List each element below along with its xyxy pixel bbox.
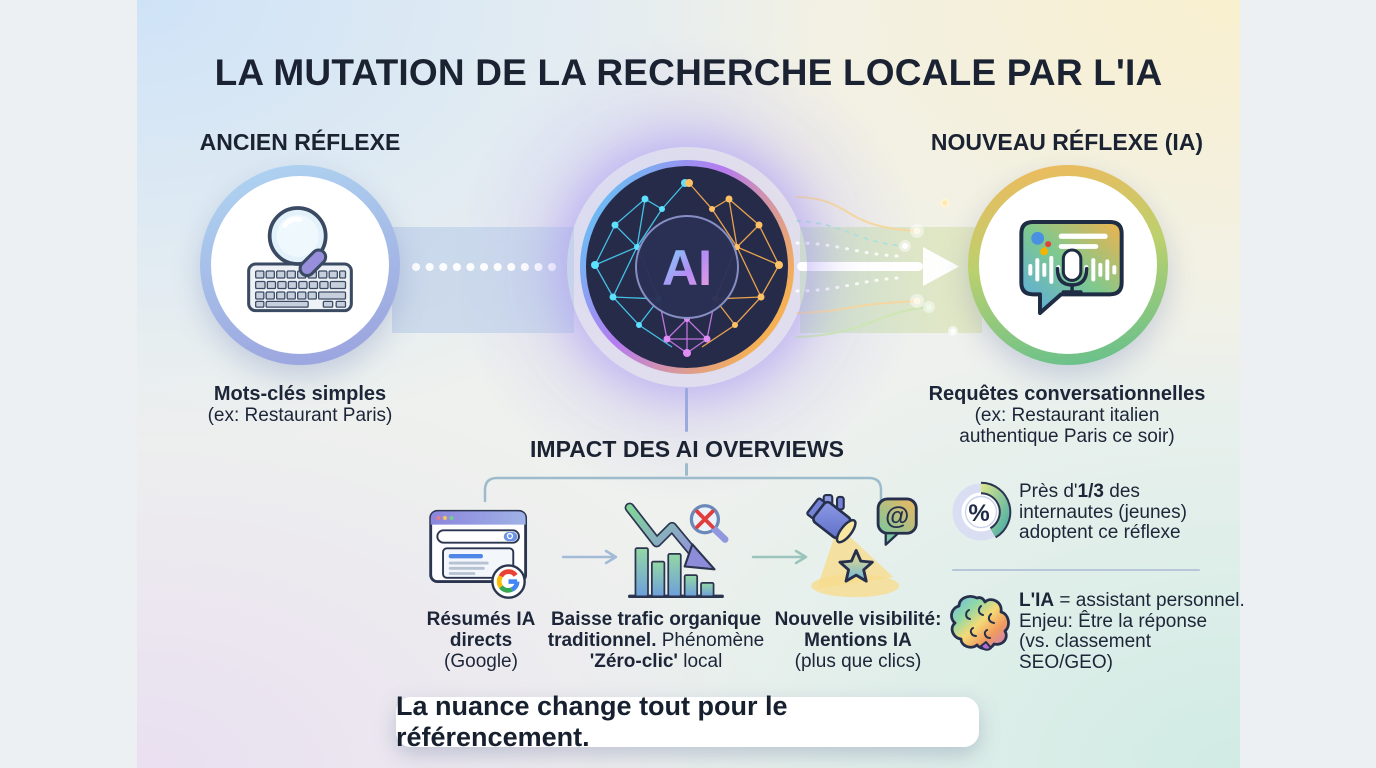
flow-arrows-icon [795,196,959,338]
bracket-tick [685,463,688,476]
impact2-line3-reg: local [677,651,723,672]
impact3-line1: Nouvelle visibilité: [774,609,942,630]
ai-network-sphere-icon: AI [580,160,794,374]
impact2-line2-bold: traditionnel. [547,630,657,651]
ai-label: AI [662,240,712,296]
impact1-line2: (Google) [444,651,518,672]
impact2-line1: Baisse trafic organique [550,609,762,630]
percent-donut-icon: % [952,481,1012,541]
stat1-line3: adoptent ce réflexe [1019,522,1181,543]
bracket [483,476,883,502]
arrow-right-icon [751,549,808,565]
impact2-line3-bold: 'Zéro-clic' [589,651,678,672]
sphere-connector-line [685,388,688,432]
impact-caption-3: Nouvelle visibilité: Mentions IA (plus q… [772,609,944,672]
impact1-line1: Résumés IA directs [426,609,536,651]
conclusion-banner: La nuance change tout pour le référencem… [396,691,979,752]
old-reflex-circle [200,165,400,365]
stat1-pre: Près d' [1019,481,1078,502]
old-reflex-heading: ANCIEN RÉFLEXE [199,129,401,155]
stat-ai-assistant-text: L'IA = assistant personnel. Enjeu: Être … [1019,590,1247,673]
new-caption-bold: Requêtes conversationnelles [928,383,1206,405]
new-reflex-circle [968,165,1168,365]
keyboard-magnifier-icon [247,206,353,313]
impact3-line2: Mentions IA [804,630,912,651]
stats-divider [952,569,1200,571]
connector-band-left [392,227,574,333]
stat2-line2: Enjeu: Être la réponse [1019,610,1208,632]
stat1-bold: 1/3 [1077,481,1104,502]
old-caption-sub: (ex: Restaurant Paris) [207,405,393,426]
dotted-line [412,263,568,271]
impact-caption-2: Baisse trafic organique traditionnel. Ph… [545,609,767,672]
percent-symbol: % [968,500,989,527]
banner-text: La nuance change tout pour le référencem… [396,691,788,752]
stat2-bold: L'IA [1019,590,1055,611]
stat2-line3: (vs. classement SEO/GEO) [1019,631,1151,673]
impact-caption-1: Résumés IA directs (Google) [396,609,566,672]
impact2-line2-reg: Phénomène [656,630,765,651]
spotlight-star-mention-icon: @ [806,494,918,598]
page-title: LA MUTATION DE LA RECHERCHE LOCALE PAR L… [214,52,1163,93]
new-reflex-caption: Requêtes conversationnelles (ex: Restaur… [917,383,1217,448]
stat-adoption-text: Près d'1/3 des internautes (jeunes) adop… [1019,481,1239,544]
new-caption-sub2: authentique Paris ce soir) [959,426,1175,447]
old-caption-bold: Mots-clés simples [213,383,387,405]
new-reflex-heading: NOUVEAU RÉFLEXE (IA) [930,129,1204,155]
new-caption-sub1: (ex: Restaurant italien [974,405,1160,426]
ai-sphere: AI [567,147,807,387]
stat1-post: des [1103,481,1140,502]
old-reflex-caption: Mots-clés simples (ex: Restaurant Paris) [170,383,430,427]
stat1-line2: internautes (jeunes) [1019,501,1187,523]
at-symbol: @ [885,504,909,531]
impact-heading: IMPACT DES AI OVERVIEWS [530,436,844,462]
voice-chat-bubble-icon [1019,220,1124,315]
rainbow-brain-icon [950,595,1010,651]
google-serp-summary-icon [429,509,528,599]
declining-traffic-chart-icon [624,502,729,599]
background-panel [137,0,1240,768]
stat2-rest: = assistant personnel. [1054,590,1245,611]
impact3-line3: (plus que clics) [794,651,922,672]
arrow-right-icon [561,549,618,565]
